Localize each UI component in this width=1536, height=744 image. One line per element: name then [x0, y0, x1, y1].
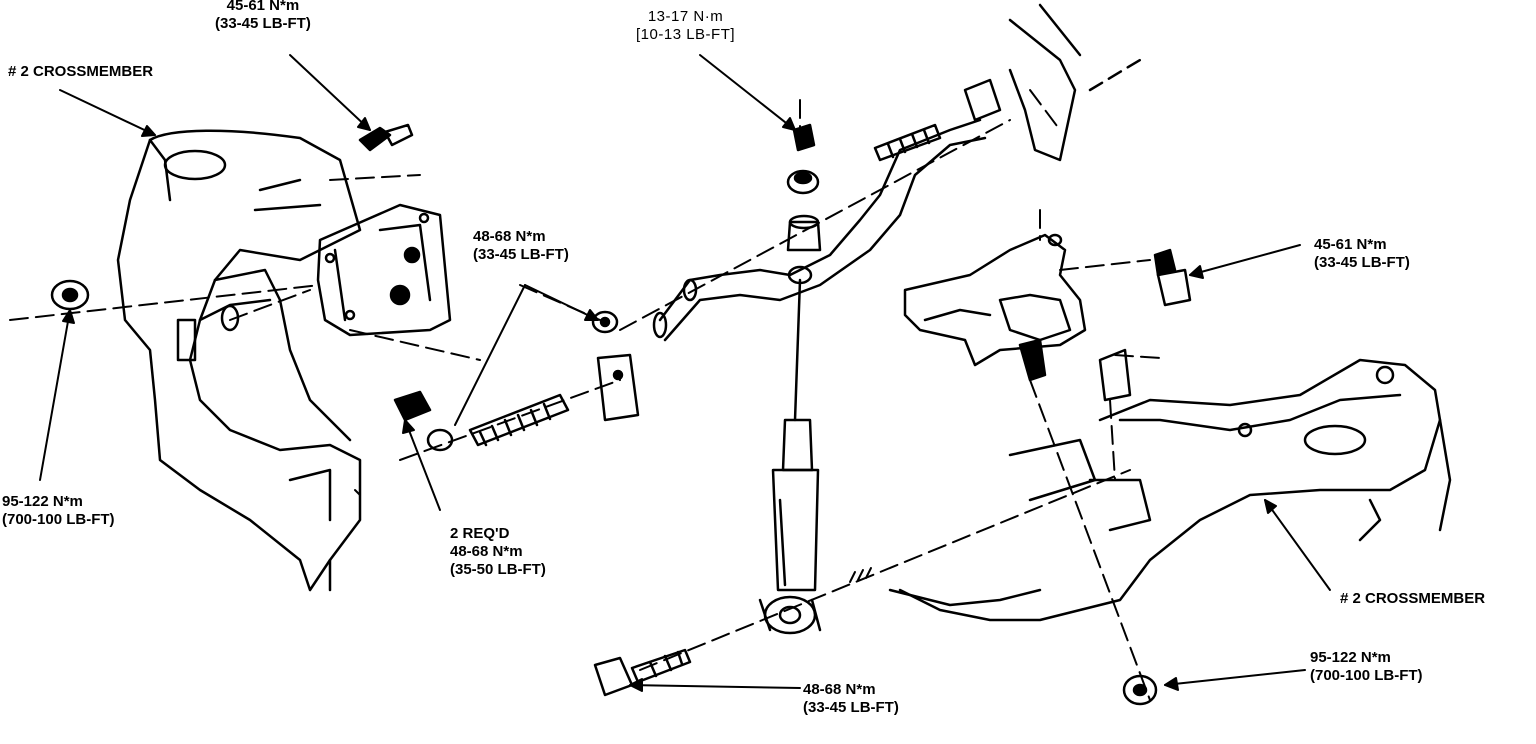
- torque-imperial-text: (33-45 LB-FT): [1314, 254, 1410, 271]
- crossmember-text: # 2 CROSSMEMBER: [8, 63, 154, 80]
- torque-imperial-text: (33-45 LB-FT): [473, 246, 569, 263]
- mid-nut: [591, 310, 619, 334]
- right-crossmember-part: [888, 348, 1452, 622]
- torque-metric-text: 45-61 N*m: [226, 0, 300, 14]
- right-mount-bracket: [903, 233, 1087, 382]
- top-right-frame: [1008, 3, 1142, 162]
- bottom-left-torque-label: 95-122 N*m (700-100 LB-FT): [2, 493, 115, 529]
- upper-right-stud: [873, 78, 1002, 162]
- torque-metric-text: 48-68 N*m: [803, 681, 876, 698]
- shock-hardware-stack: [786, 123, 822, 422]
- left-nut: [50, 279, 90, 311]
- crossmember-text: # 2 CROSSMEMBER: [1340, 590, 1486, 607]
- two-required-label: 2 REQ'D 48-68 N*m (35-50 LB-FT): [450, 525, 546, 579]
- torque-metric-text: 95-122 N*m: [2, 493, 83, 510]
- torque-imperial-text: (33-45 LB-FT): [215, 15, 311, 32]
- right-bottom-nut: [1122, 674, 1158, 706]
- left-crossmember-label: # 2 CROSSMEMBER: [8, 63, 153, 81]
- torque-metric-text: 48-68 N*m: [473, 228, 546, 245]
- top-left-torque-label: 45-61 N*m (33-45 LB-FT): [215, 0, 311, 33]
- shock-absorber: [758, 418, 822, 635]
- left-crossmember-part: [116, 129, 362, 592]
- left-mount-bracket: [316, 203, 452, 337]
- torque-metric-text: 48-68 N*m: [450, 543, 523, 560]
- top-center-torque-label: 13-17 N·m [10-13 LB-FT]: [636, 8, 735, 44]
- torque-metric-text: 13-17 N·m: [647, 8, 724, 25]
- torque-metric-text: 95-122 N*m: [1310, 649, 1391, 666]
- torque-imperial-text: [10-13 LB-FT]: [636, 26, 736, 43]
- right-crossmember-label: # 2 CROSSMEMBER: [1340, 590, 1485, 608]
- stud-and-nuts: [393, 390, 570, 452]
- right-upper-torque-label: 45-61 N*m (33-45 LB-FT): [1314, 236, 1410, 272]
- hash-marks: [354, 489, 872, 583]
- torque-leader-arrows: [39, 54, 1331, 692]
- top-left-bolt: [358, 123, 414, 152]
- torque-metric-text: 45-61 N*m: [1314, 236, 1387, 253]
- bracket-plate: [596, 353, 640, 422]
- assembly-center-lines: [9, 89, 1161, 701]
- torque-imperial-text: (33-45 LB-FT): [803, 699, 899, 716]
- torque-imperial-text: (35-50 LB-FT): [450, 561, 546, 578]
- right-upper-bolt: [1153, 248, 1192, 307]
- mid-left-torque-label: 48-68 N*m (33-45 LB-FT): [473, 228, 569, 264]
- torque-imperial-text: (700-100 LB-FT): [1310, 667, 1423, 684]
- bottom-right-torque-label: 95-122 N*m (700-100 LB-FT): [1310, 649, 1423, 685]
- torque-imperial-text: (700-100 LB-FT): [2, 511, 115, 528]
- bottom-center-torque-label: 48-68 N*m (33-45 LB-FT): [803, 681, 899, 717]
- quantity-text: 2 REQ'D: [450, 525, 510, 542]
